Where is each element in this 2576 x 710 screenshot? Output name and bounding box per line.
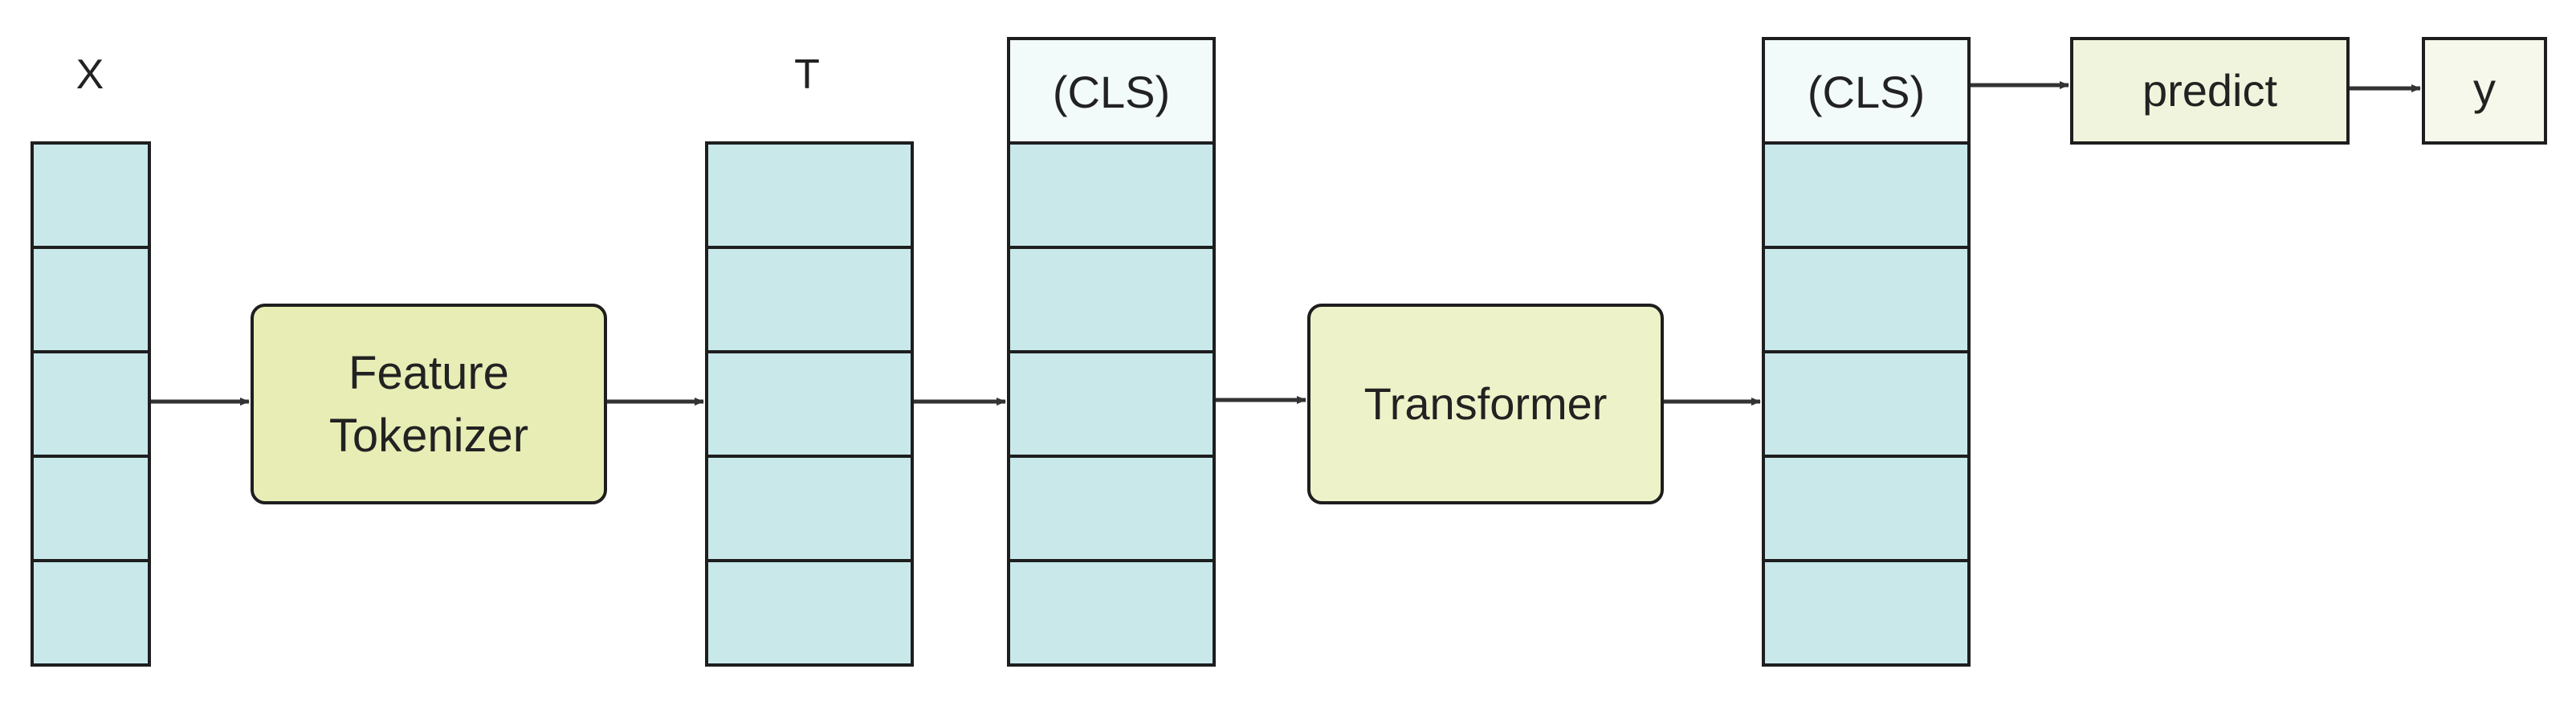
token-cell [1007,455,1216,562]
token-cell [1007,246,1216,353]
output-token-column: (CLS) [1762,37,1971,667]
token-cell [1762,559,1971,667]
token-cell [705,350,914,458]
input-cell [31,141,151,249]
input-cell [31,350,151,458]
cls-cell-input [1007,37,1216,145]
output-label-y: y [2473,63,2496,114]
predict-box [2070,37,2350,145]
predict-label: predict [2142,65,2278,116]
cls-label-input: (CLS) [1053,67,1170,117]
token-cell [1007,141,1216,249]
feature-tokenizer-label-line1: Feature [348,347,509,399]
cls-label-output: (CLS) [1808,67,1925,117]
token-cell [1762,350,1971,458]
input-cell [31,455,151,562]
token-cell [1762,141,1971,249]
feature-tokenizer-label-line2: Tokenizer [329,410,528,462]
token-cell [1007,559,1216,667]
token-cell [705,559,914,667]
input-cell [31,559,151,667]
token-cell [705,455,914,562]
input-cell [31,246,151,353]
cls-token-column: (CLS) [1007,37,1216,667]
input-label-x: X [76,51,104,98]
feature-tokenizer-box [251,304,607,504]
feature-tokenizer-block: Feature Tokenizer [251,304,607,504]
token-column-t: T [705,51,914,667]
transformer-label: Transformer [1364,378,1608,429]
token-cell [705,141,914,249]
predict-block: predict [2070,37,2350,145]
token-label-t: T [794,51,820,98]
transformer-box [1307,304,1664,504]
output-y-block: y [2422,37,2547,145]
transformer-block: Transformer [1307,304,1664,504]
token-cell [1007,350,1216,458]
token-cell [1762,455,1971,562]
input-column-x: X [31,51,151,667]
token-cell [705,246,914,353]
output-y-box [2422,37,2547,145]
token-cell [1762,246,1971,353]
